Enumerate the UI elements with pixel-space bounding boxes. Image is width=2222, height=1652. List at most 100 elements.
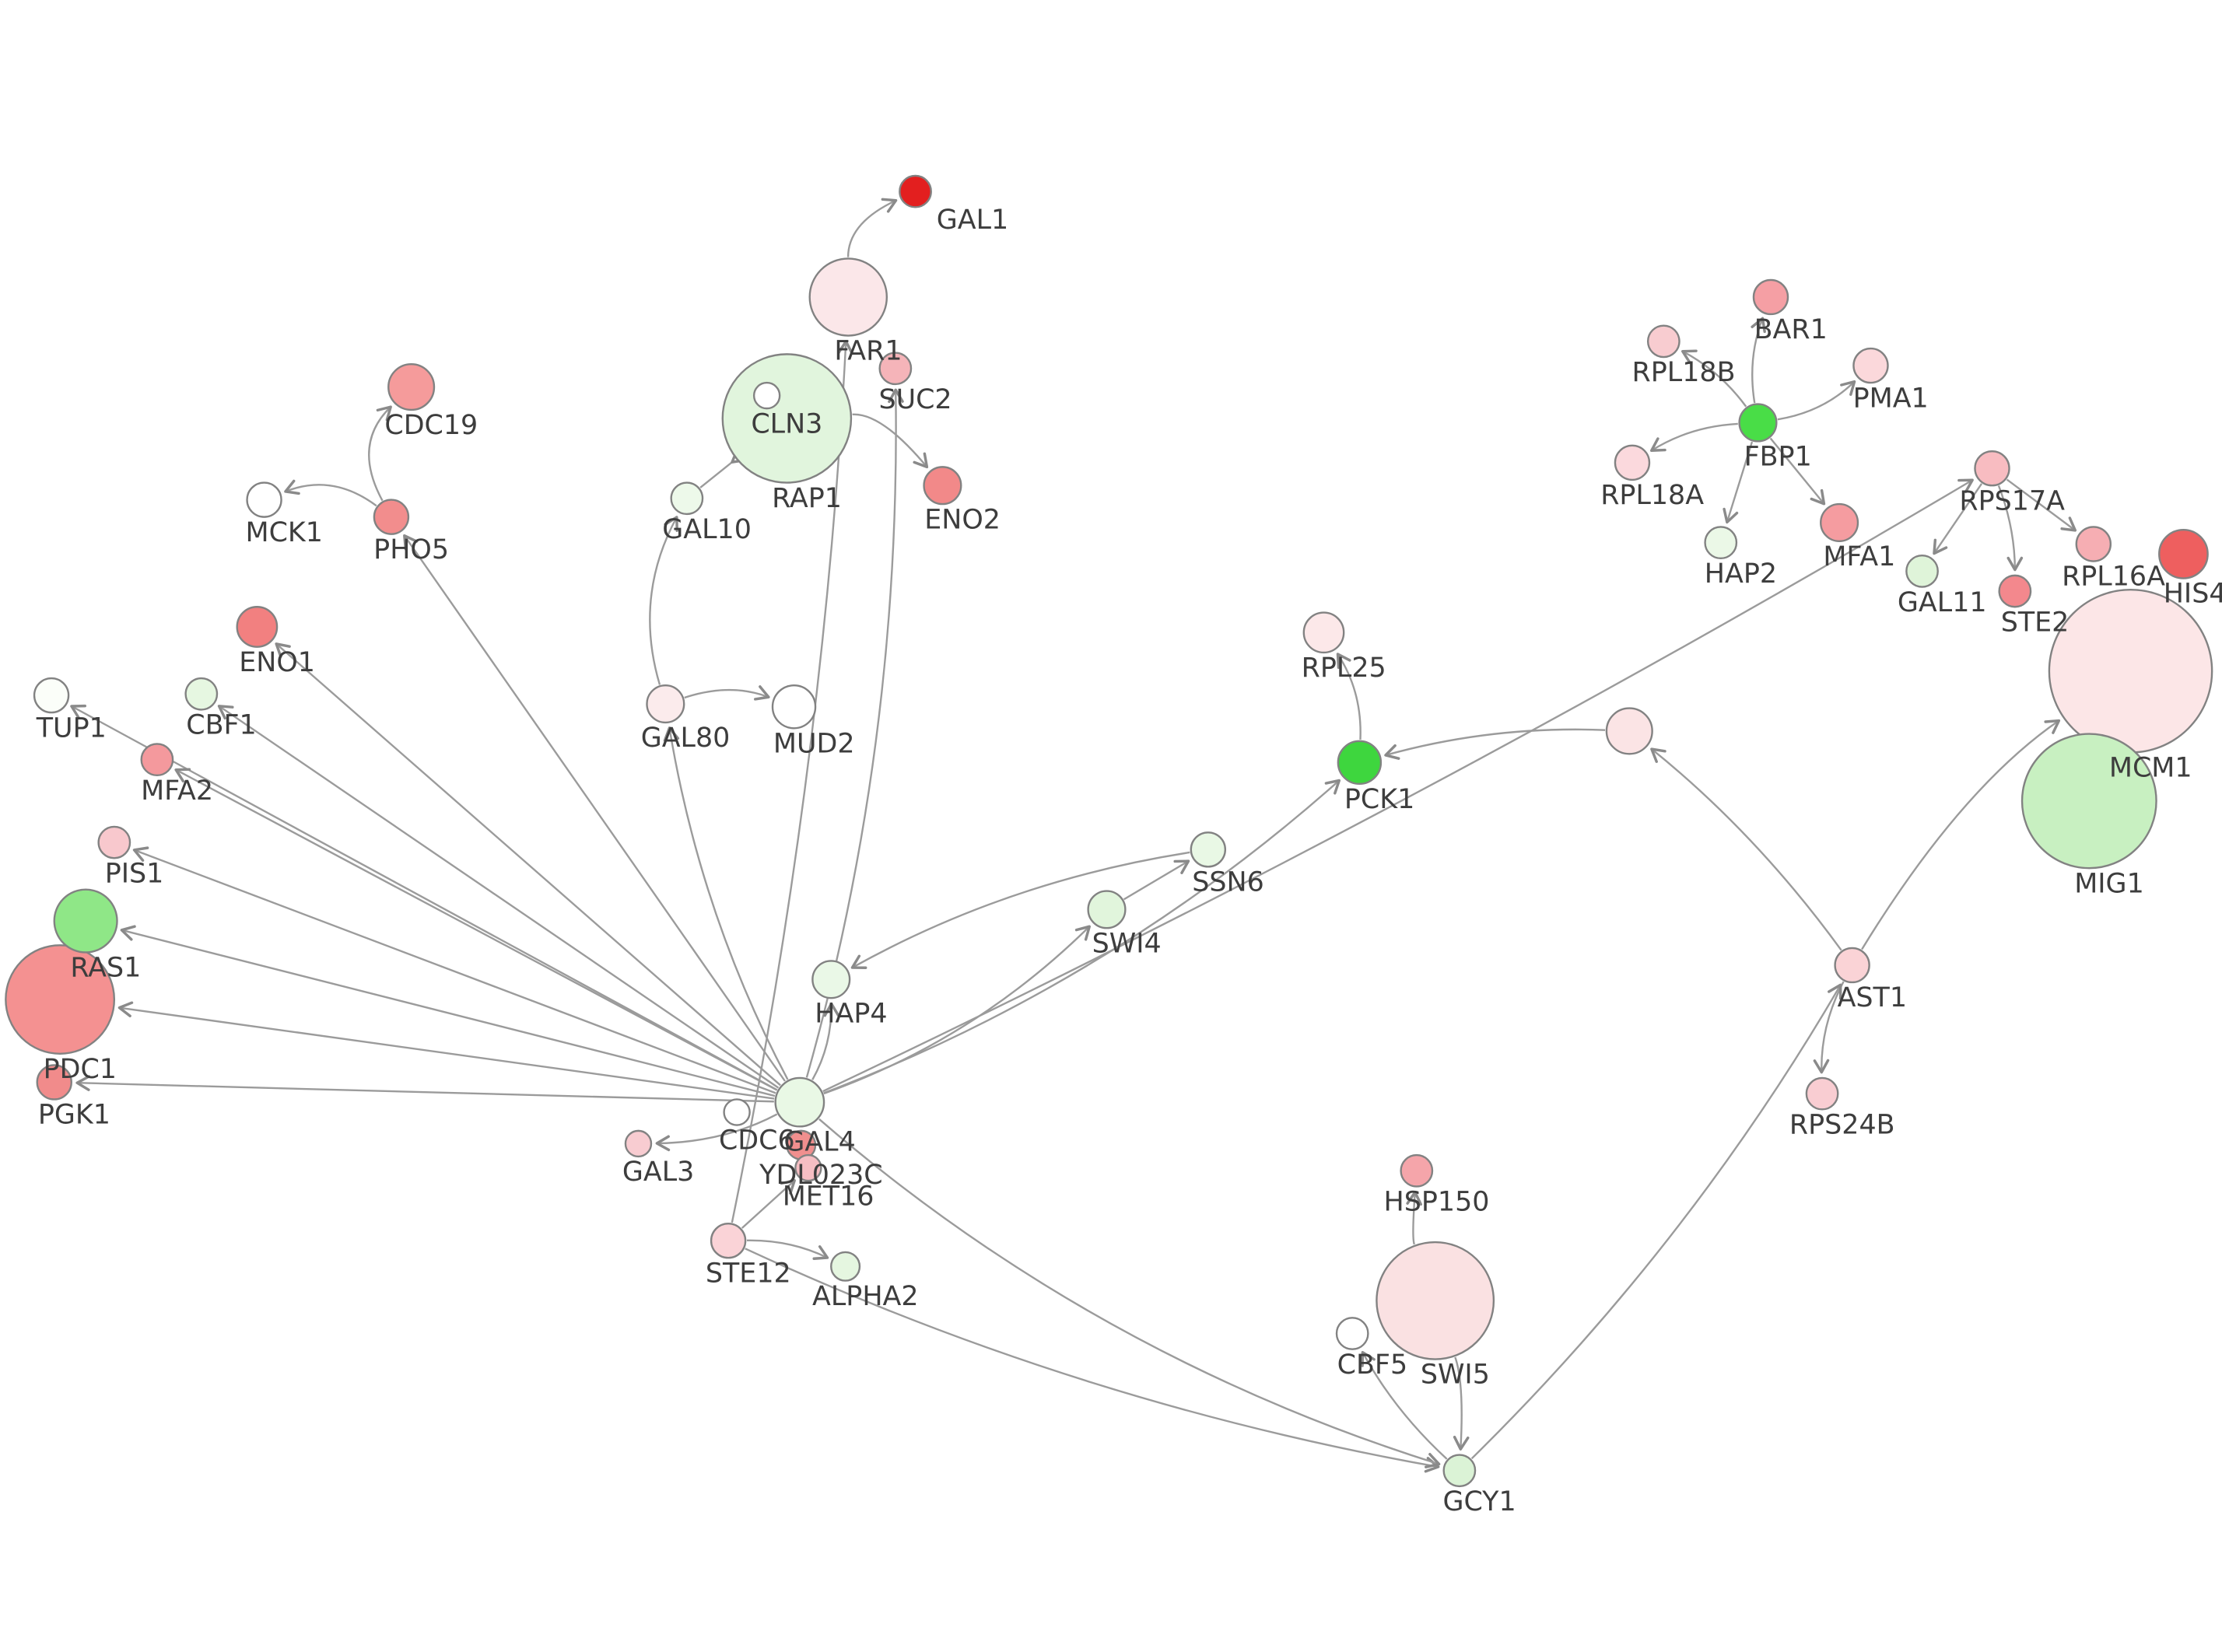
edge-far1-gal1 xyxy=(846,198,898,257)
edge-ast1-rps24b xyxy=(1813,981,1845,1074)
node-mfa2[interactable] xyxy=(140,743,174,777)
node-pck1[interactable] xyxy=(1337,740,1383,786)
node-gal11[interactable] xyxy=(1905,554,1939,588)
node-rpl16a[interactable] xyxy=(2075,526,2112,562)
node-label-eno1: ENO1 xyxy=(239,647,315,678)
nodes-layer xyxy=(5,174,2213,1488)
node-met16[interactable] xyxy=(794,1153,822,1182)
node-swi4[interactable] xyxy=(1087,890,1127,929)
node-rpl18b[interactable] xyxy=(1646,324,1681,359)
node-label-pma1: PMA1 xyxy=(1853,383,1929,414)
node-tup1[interactable] xyxy=(33,677,70,714)
node-rps17a[interactable] xyxy=(1974,450,2010,487)
edge-gal4-pdc1 xyxy=(117,1001,775,1100)
node-label-gcy1: GCY1 xyxy=(1442,1486,1516,1517)
node-ast1[interactable] xyxy=(1834,947,1870,984)
node-label-tup1: TUP1 xyxy=(36,712,107,744)
node-hsp150[interactable] xyxy=(1400,1153,1434,1188)
edge-rap1-eno2 xyxy=(852,413,929,469)
node-label-pgk1: PGK1 xyxy=(38,1100,110,1131)
node-suc2[interactable] xyxy=(878,352,913,386)
node-hap4[interactable] xyxy=(811,960,851,999)
node-cbf1[interactable] xyxy=(184,677,219,711)
node-gal10[interactable] xyxy=(670,481,704,516)
edge-swi5-gcy1 xyxy=(1453,1356,1470,1451)
node-cdc19[interactable] xyxy=(387,363,436,411)
edge-gal4-mfa2 xyxy=(174,768,778,1091)
node-label-rps17a: RPS17A xyxy=(1959,485,2065,516)
node-label-mud2: MUD2 xyxy=(773,728,855,759)
node-gal4[interactable] xyxy=(774,1076,825,1128)
edge-gal80-mud2 xyxy=(684,685,770,701)
node-label-gal3: GAL3 xyxy=(622,1157,694,1188)
node-node1[interactable] xyxy=(1605,707,1653,755)
edge-rps17a-gal11 xyxy=(1933,483,1983,555)
node-rpl18a[interactable] xyxy=(1614,444,1651,481)
node-eno2[interactable] xyxy=(923,466,962,506)
edge-swi5-hsp150 xyxy=(1406,1191,1422,1245)
edge-gal4-ras1 xyxy=(120,925,776,1097)
edge-rps17a-rpl16a xyxy=(2006,478,2077,532)
node-ras1[interactable] xyxy=(53,888,118,954)
node-label-gal80: GAL80 xyxy=(641,723,731,754)
node-label-mig1: MIG1 xyxy=(2074,868,2144,899)
edge-gal4-swi4 xyxy=(823,925,1092,1095)
node-bar1[interactable] xyxy=(1752,278,1789,316)
node-cln3[interactable] xyxy=(752,381,781,410)
edge-ste12-alpha2 xyxy=(746,1239,829,1260)
node-gal3[interactable] xyxy=(624,1129,653,1158)
node-pma1[interactable] xyxy=(1852,347,1889,384)
node-mcm1[interactable] xyxy=(2048,589,2213,754)
node-pgk1[interactable] xyxy=(36,1064,72,1101)
node-rps24b[interactable] xyxy=(1805,1076,1839,1111)
node-far1[interactable] xyxy=(808,257,888,337)
node-label-rpl16a: RPL16A xyxy=(2062,562,2165,593)
edge-fbp1-bar1 xyxy=(1751,317,1766,404)
node-hap2[interactable] xyxy=(1704,526,1738,560)
node-alpha2[interactable] xyxy=(830,1251,861,1282)
edge-gal10-rap1 xyxy=(699,448,747,488)
node-gal1[interactable] xyxy=(899,174,932,208)
edge-gal4-eno1 xyxy=(275,642,781,1087)
edge-ast1-mcm1 xyxy=(1861,719,2061,950)
node-ste2[interactable] xyxy=(1998,574,2032,608)
node-label-rap1: RAP1 xyxy=(772,483,842,514)
node-cbf5[interactable] xyxy=(1335,1317,1369,1350)
edge-gal4-hap4 xyxy=(811,1002,840,1080)
node-mck1[interactable] xyxy=(246,481,282,518)
node-ssn6[interactable] xyxy=(1190,831,1227,868)
node-his4[interactable] xyxy=(2158,528,2209,579)
edges-layer xyxy=(70,198,2077,1473)
node-gal80[interactable] xyxy=(646,684,685,724)
node-label-cbf5: CBF5 xyxy=(1337,1349,1408,1381)
node-rpl25[interactable] xyxy=(1302,611,1345,654)
node-label-rpl25: RPL25 xyxy=(1302,653,1386,684)
node-ste12[interactable] xyxy=(710,1222,747,1259)
node-mud2[interactable] xyxy=(771,684,817,730)
edge-fbp1-mfa1 xyxy=(1769,437,1826,506)
node-swi5[interactable] xyxy=(1376,1241,1495,1360)
edge-ste12-gcy1 xyxy=(745,1248,1440,1473)
node-mig1[interactable] xyxy=(2020,733,2157,870)
node-pis1[interactable] xyxy=(97,825,131,859)
node-label-rps24b: RPS24B xyxy=(1789,1110,1895,1141)
edge-gal4-pck1 xyxy=(823,779,1341,1094)
node-cdc6[interactable] xyxy=(723,1098,751,1126)
edge-gcy1-cbf5 xyxy=(1361,1351,1448,1460)
edge-fbp1-hap2 xyxy=(1723,441,1754,524)
edge-fbp1-pma1 xyxy=(1777,380,1856,421)
node-label-met16: MET16 xyxy=(783,1181,874,1212)
node-label-swi5: SWI5 xyxy=(1421,1360,1490,1391)
edge-ast1-node1 xyxy=(1650,747,1842,951)
node-pdc1[interactable] xyxy=(5,944,116,1055)
node-pho5[interactable] xyxy=(373,499,410,535)
node-gcy1[interactable] xyxy=(1442,1454,1477,1488)
edge-ssn6-hap4 xyxy=(850,851,1190,969)
edge-node1-pck1 xyxy=(1384,728,1606,760)
edge-fbp1-rpl18a xyxy=(1650,422,1738,452)
node-rap1[interactable] xyxy=(721,353,853,484)
node-mfa1[interactable] xyxy=(1820,502,1859,543)
node-eno1[interactable] xyxy=(236,606,279,648)
node-fbp1[interactable] xyxy=(1738,403,1778,443)
